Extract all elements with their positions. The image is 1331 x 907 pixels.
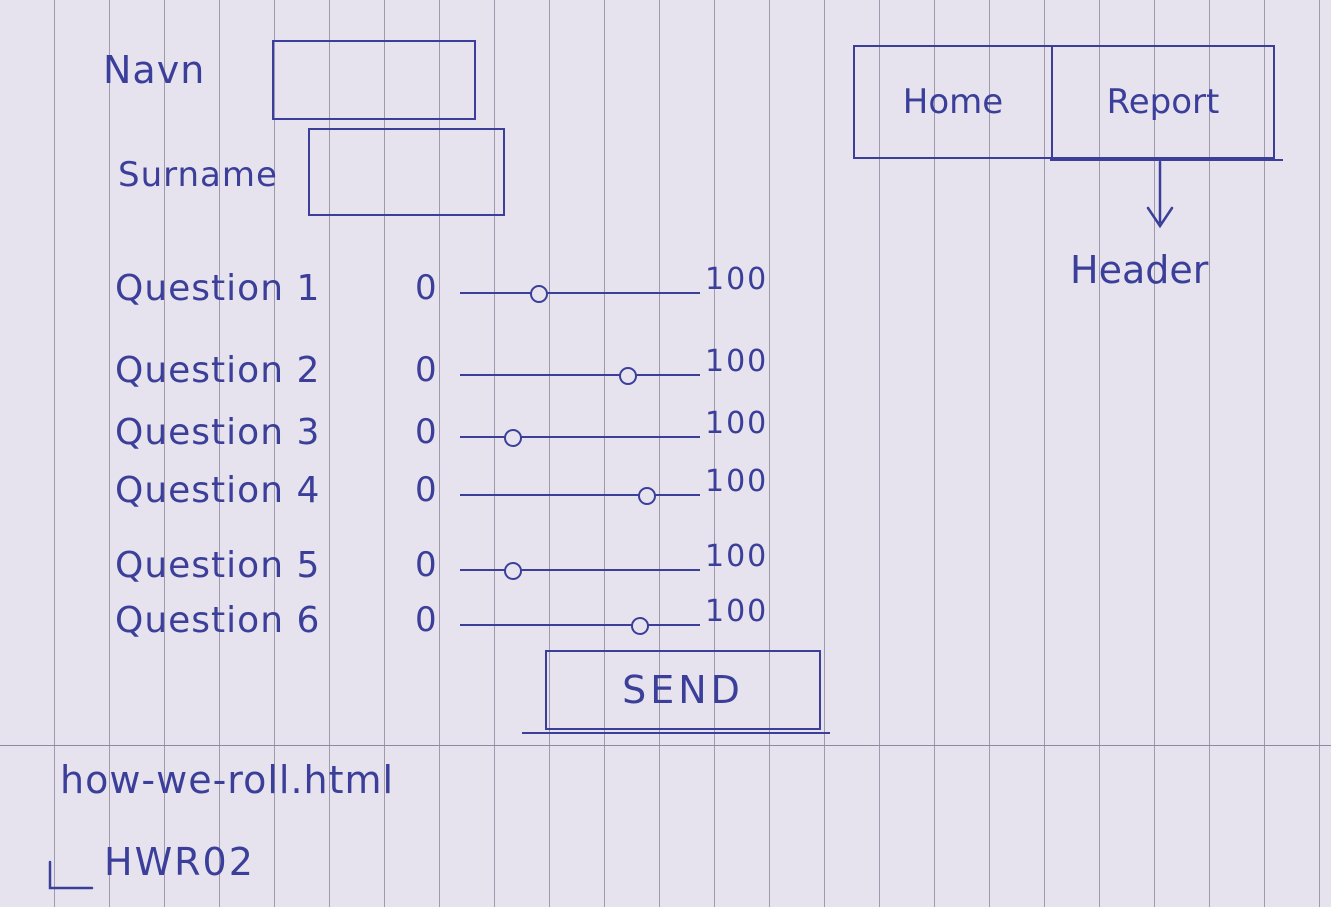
slider-min-label: 0 [415,600,437,640]
question-slider[interactable] [460,617,700,635]
question-slider[interactable] [460,367,700,385]
question-label: Question 6 [115,600,321,641]
slider-max-label: 100 [705,539,769,574]
question-row: Question 1 0 100 [115,262,815,318]
name-label: Navn [103,48,206,92]
question-row: Question 5 0 100 [115,539,815,595]
question-slider[interactable] [460,487,700,505]
slider-min-label: 0 [415,412,437,452]
slider-thumb[interactable] [631,617,649,635]
question-row: Question 6 0 100 [115,594,815,650]
slider-max-label: 100 [705,594,769,629]
slider-min-label: 0 [415,545,437,585]
arrow-down-icon [1146,160,1174,229]
question-slider[interactable] [460,285,700,303]
send-button-label: SEND [622,668,744,712]
slider-max-label: 100 [705,406,769,441]
slider-thumb[interactable] [504,429,522,447]
send-button[interactable]: SEND [545,650,821,730]
slider-thumb[interactable] [530,285,548,303]
header-nav-underline [1050,159,1283,161]
filename-note: how-we-roll.html [60,758,395,802]
question-label: Question 4 [115,470,321,511]
question-label: Question 2 [115,350,321,391]
name-field[interactable] [272,40,476,120]
slider-max-label: 100 [705,464,769,499]
question-label: Question 5 [115,545,321,586]
nav-tab-home-label: Home [902,82,1004,122]
question-row: Question 4 0 100 [115,464,815,520]
question-label: Question 1 [115,268,321,309]
header-annotation: Header [1070,248,1209,292]
question-row: Question 3 0 100 [115,406,815,462]
header-nav: Home Report [853,45,1275,159]
slider-min-label: 0 [415,350,437,390]
code-note: HWR02 [104,840,255,884]
paper-rule-line [0,745,1331,746]
nav-tab-report[interactable]: Report [1053,47,1273,157]
slider-max-label: 100 [705,262,769,297]
corner-arrow-icon [48,860,94,890]
question-slider[interactable] [460,429,700,447]
surname-field[interactable] [308,128,505,216]
nav-tab-report-label: Report [1106,82,1220,122]
send-button-underline [522,732,830,734]
slider-max-label: 100 [705,344,769,379]
surname-label: Surname [118,155,278,195]
slider-min-label: 0 [415,268,437,308]
slider-thumb[interactable] [638,487,656,505]
question-row: Question 2 0 100 [115,344,815,400]
slider-min-label: 0 [415,470,437,510]
slider-thumb[interactable] [504,562,522,580]
nav-tab-home[interactable]: Home [855,47,1053,157]
question-slider[interactable] [460,562,700,580]
slider-thumb[interactable] [619,367,637,385]
question-label: Question 3 [115,412,321,453]
